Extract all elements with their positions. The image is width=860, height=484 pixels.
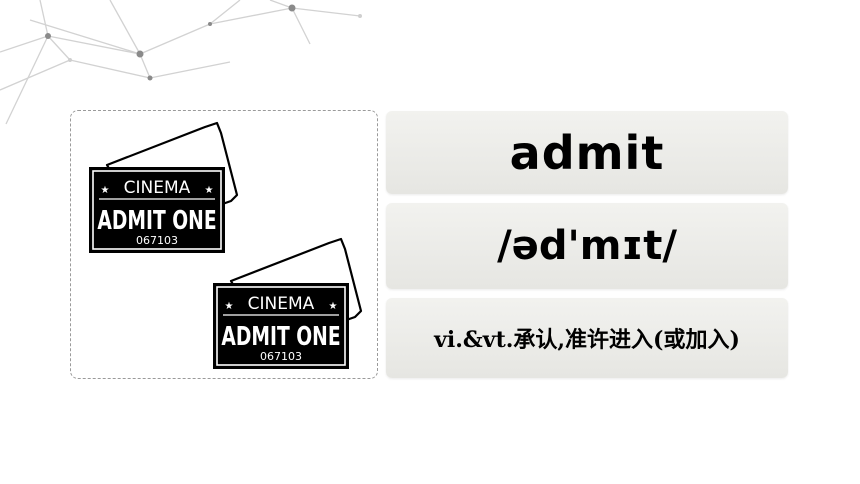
ticket-header: CINEMA <box>248 294 315 314</box>
vocab-phonetic: /əd'mɪt/ <box>497 223 677 269</box>
star-icon: ★ <box>225 301 234 312</box>
network-decoration <box>0 0 362 125</box>
star-icon: ★ <box>205 185 214 196</box>
ticket-header: CINEMA <box>124 178 191 198</box>
word-card: admit <box>386 111 788 194</box>
phonetic-card: /əd'mɪt/ <box>386 203 788 289</box>
vocab-meaning: vi.&vt.承认,准许进入(或加入) <box>434 327 740 353</box>
cinema-ticket-icon: CINEMA ★ ★ ADMIT ONE 067103 <box>89 121 239 253</box>
cinema-ticket-icon: CINEMA ★ ★ ADMIT ONE 067103 <box>213 237 363 369</box>
vocab-word: admit <box>509 125 665 180</box>
meaning-card: vi.&vt.承认,准许进入(或加入) <box>386 298 788 378</box>
ticket-number: 067103 <box>260 350 302 363</box>
star-icon: ★ <box>101 185 110 196</box>
ticket-title: ADMIT ONE <box>97 206 216 236</box>
ticket-title: ADMIT ONE <box>221 322 340 352</box>
ticket-number: 067103 <box>136 234 178 247</box>
ticket-illustration: CINEMA ★ ★ ADMIT ONE 067103 CINEMA ★ ★ A… <box>70 110 378 379</box>
star-icon: ★ <box>329 301 338 312</box>
